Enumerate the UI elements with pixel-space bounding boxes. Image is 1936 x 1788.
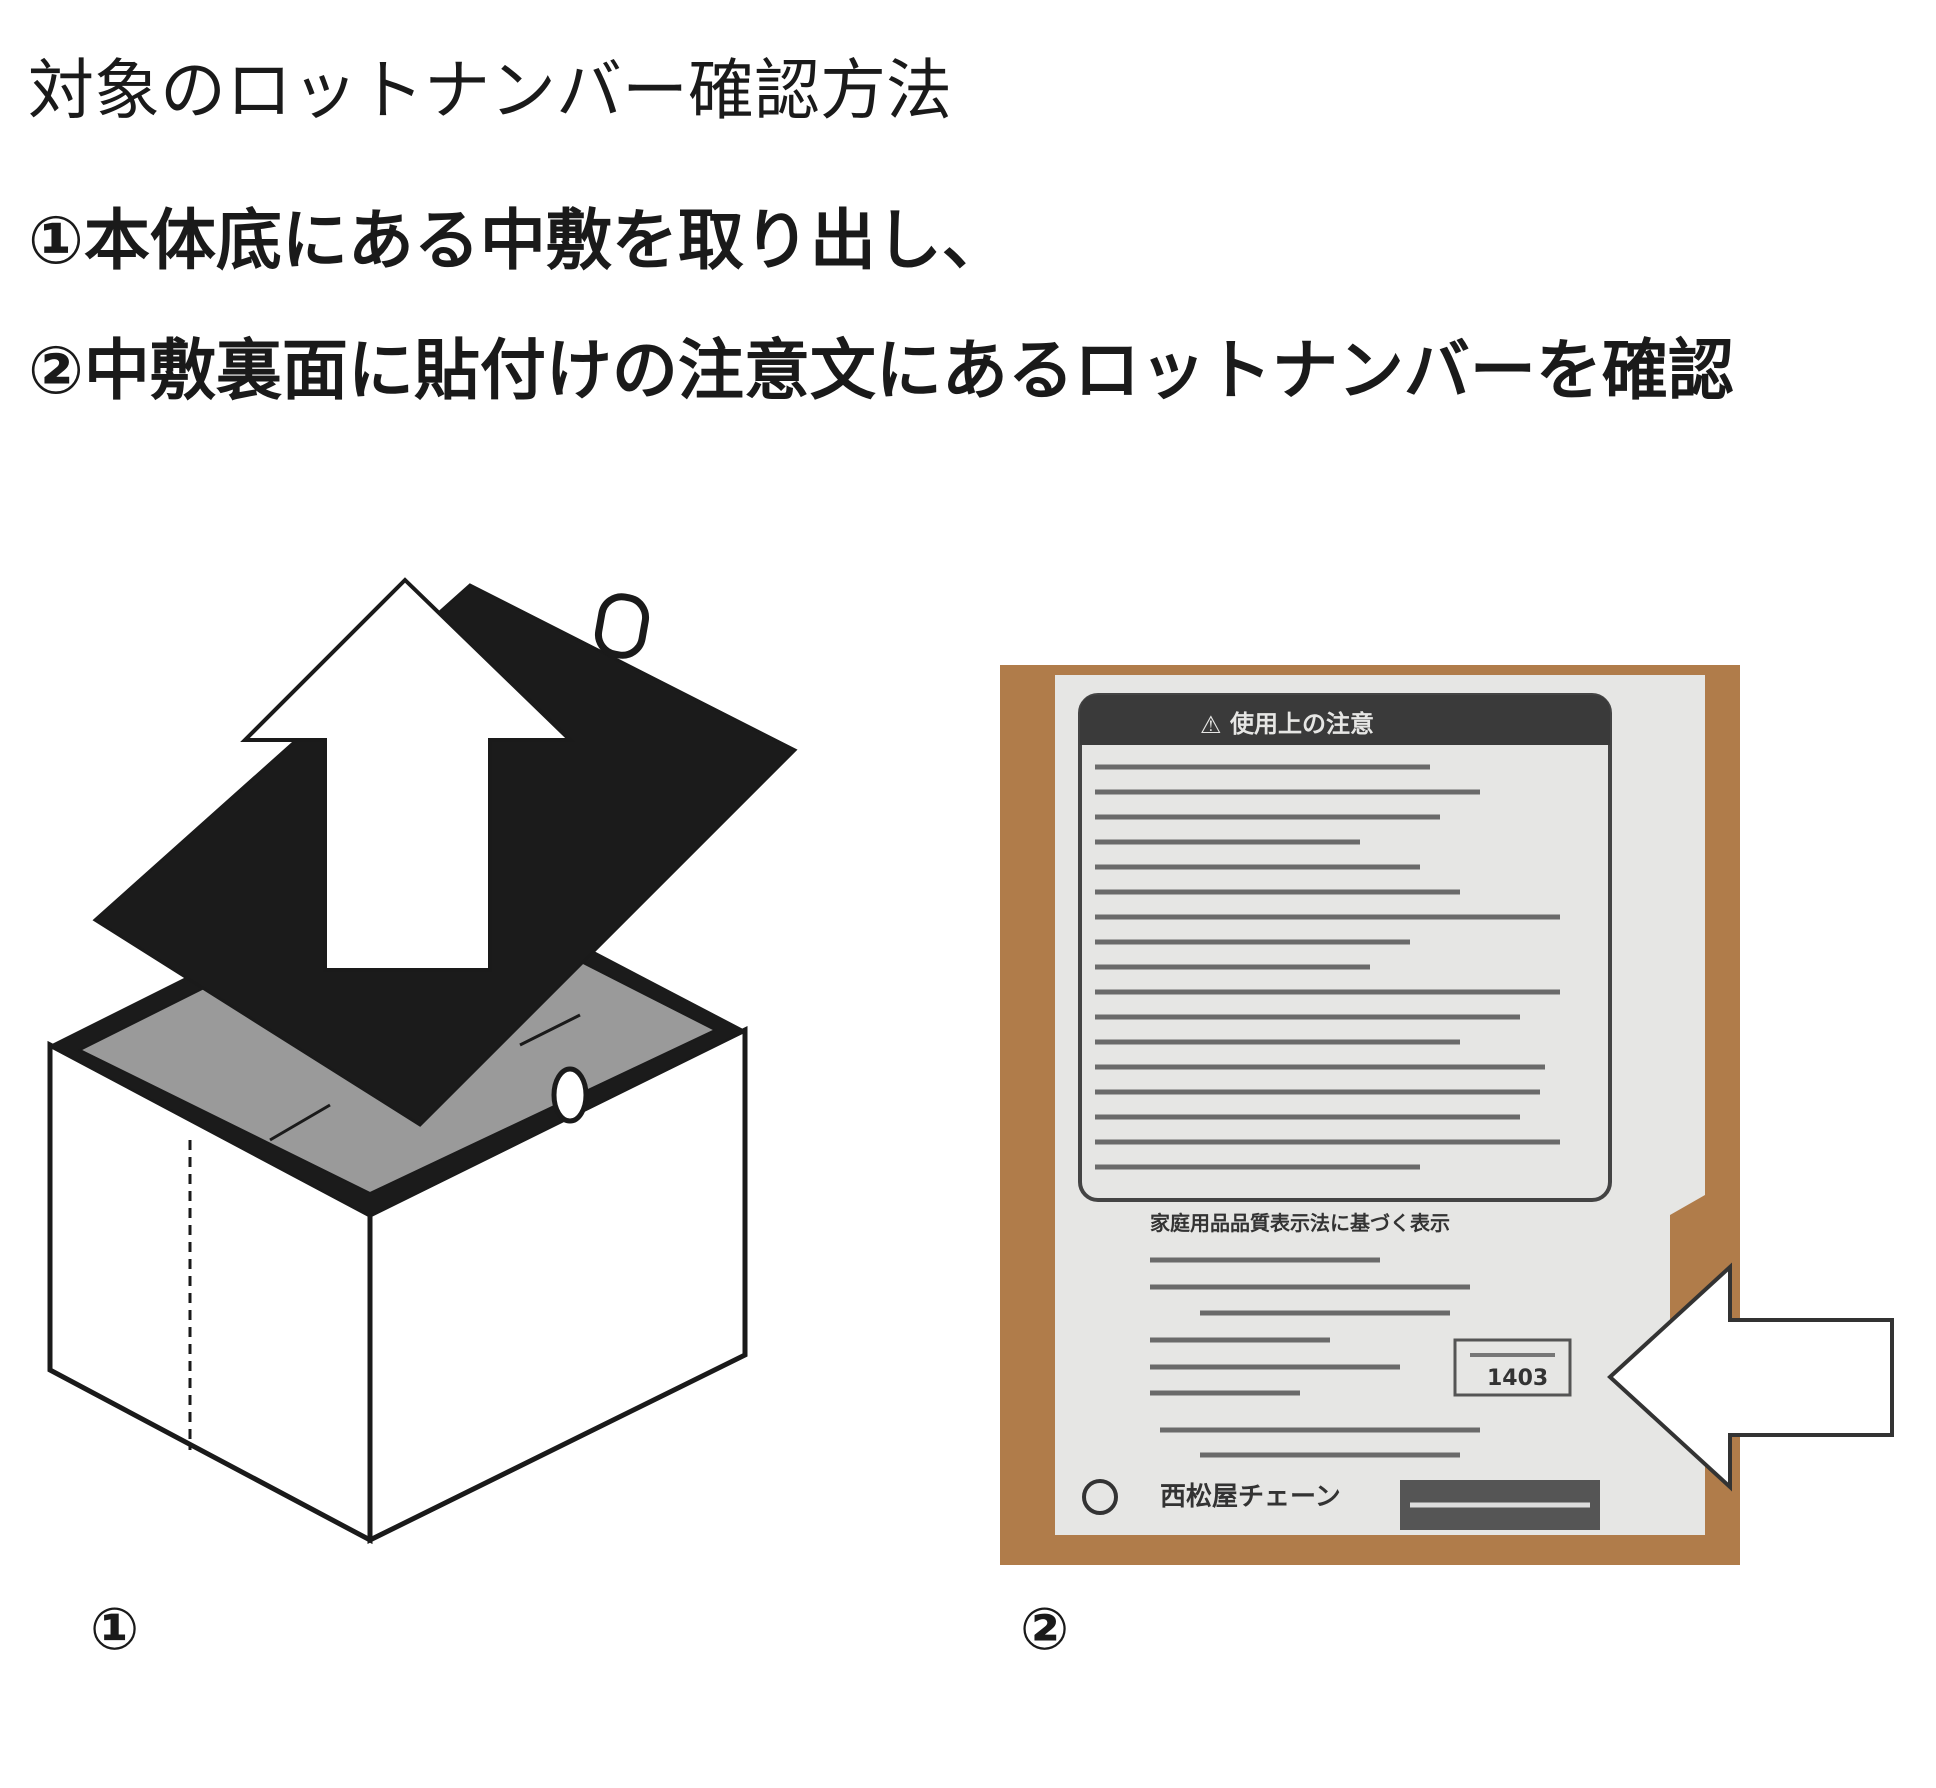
step-2-text: ②中敷裏面に貼付けの注意文にあるロットナンバーを確認 xyxy=(28,332,1734,409)
brand-logo-icon xyxy=(1082,1479,1118,1515)
warning-header xyxy=(1080,695,1610,745)
quality-text-lines xyxy=(1150,1257,1480,1458)
lot-number-box xyxy=(1453,1338,1572,1397)
figure-1-label: ① xyxy=(90,1595,140,1663)
figure-2-label: ② xyxy=(1020,1595,1070,1663)
box-illustration xyxy=(47,577,798,1545)
box-right-face xyxy=(367,1025,748,1545)
label-sticker xyxy=(1055,675,1705,1535)
step-1-text: ①本体底にある中敷を取り出し、 xyxy=(28,202,1008,279)
page-heading: 対象のロットナンバー確認方法 xyxy=(28,52,952,129)
left-arrow-icon xyxy=(1607,1262,1894,1492)
lot-number: 1403 xyxy=(1487,1366,1548,1391)
warning-title: 使用上の注意 xyxy=(1229,710,1374,738)
floor-seam xyxy=(519,1013,581,1047)
latch xyxy=(551,1066,589,1124)
cushion-pull-tab xyxy=(594,593,650,659)
quality-section-title: 家庭用品品質表示法に基づく表示 xyxy=(1150,1211,1450,1235)
warning-icon: ⚠ xyxy=(1200,711,1222,739)
label-photo: ⚠ 使用上の注意 家庭用品品質表示法に基づく表示 1403 西松屋チ xyxy=(1000,665,1894,1565)
floor-seam xyxy=(269,1103,331,1142)
warning-text-lines xyxy=(1095,764,1560,1170)
brand-name: 西松屋チェーン xyxy=(1160,1482,1341,1512)
up-arrow-icon xyxy=(240,577,575,972)
